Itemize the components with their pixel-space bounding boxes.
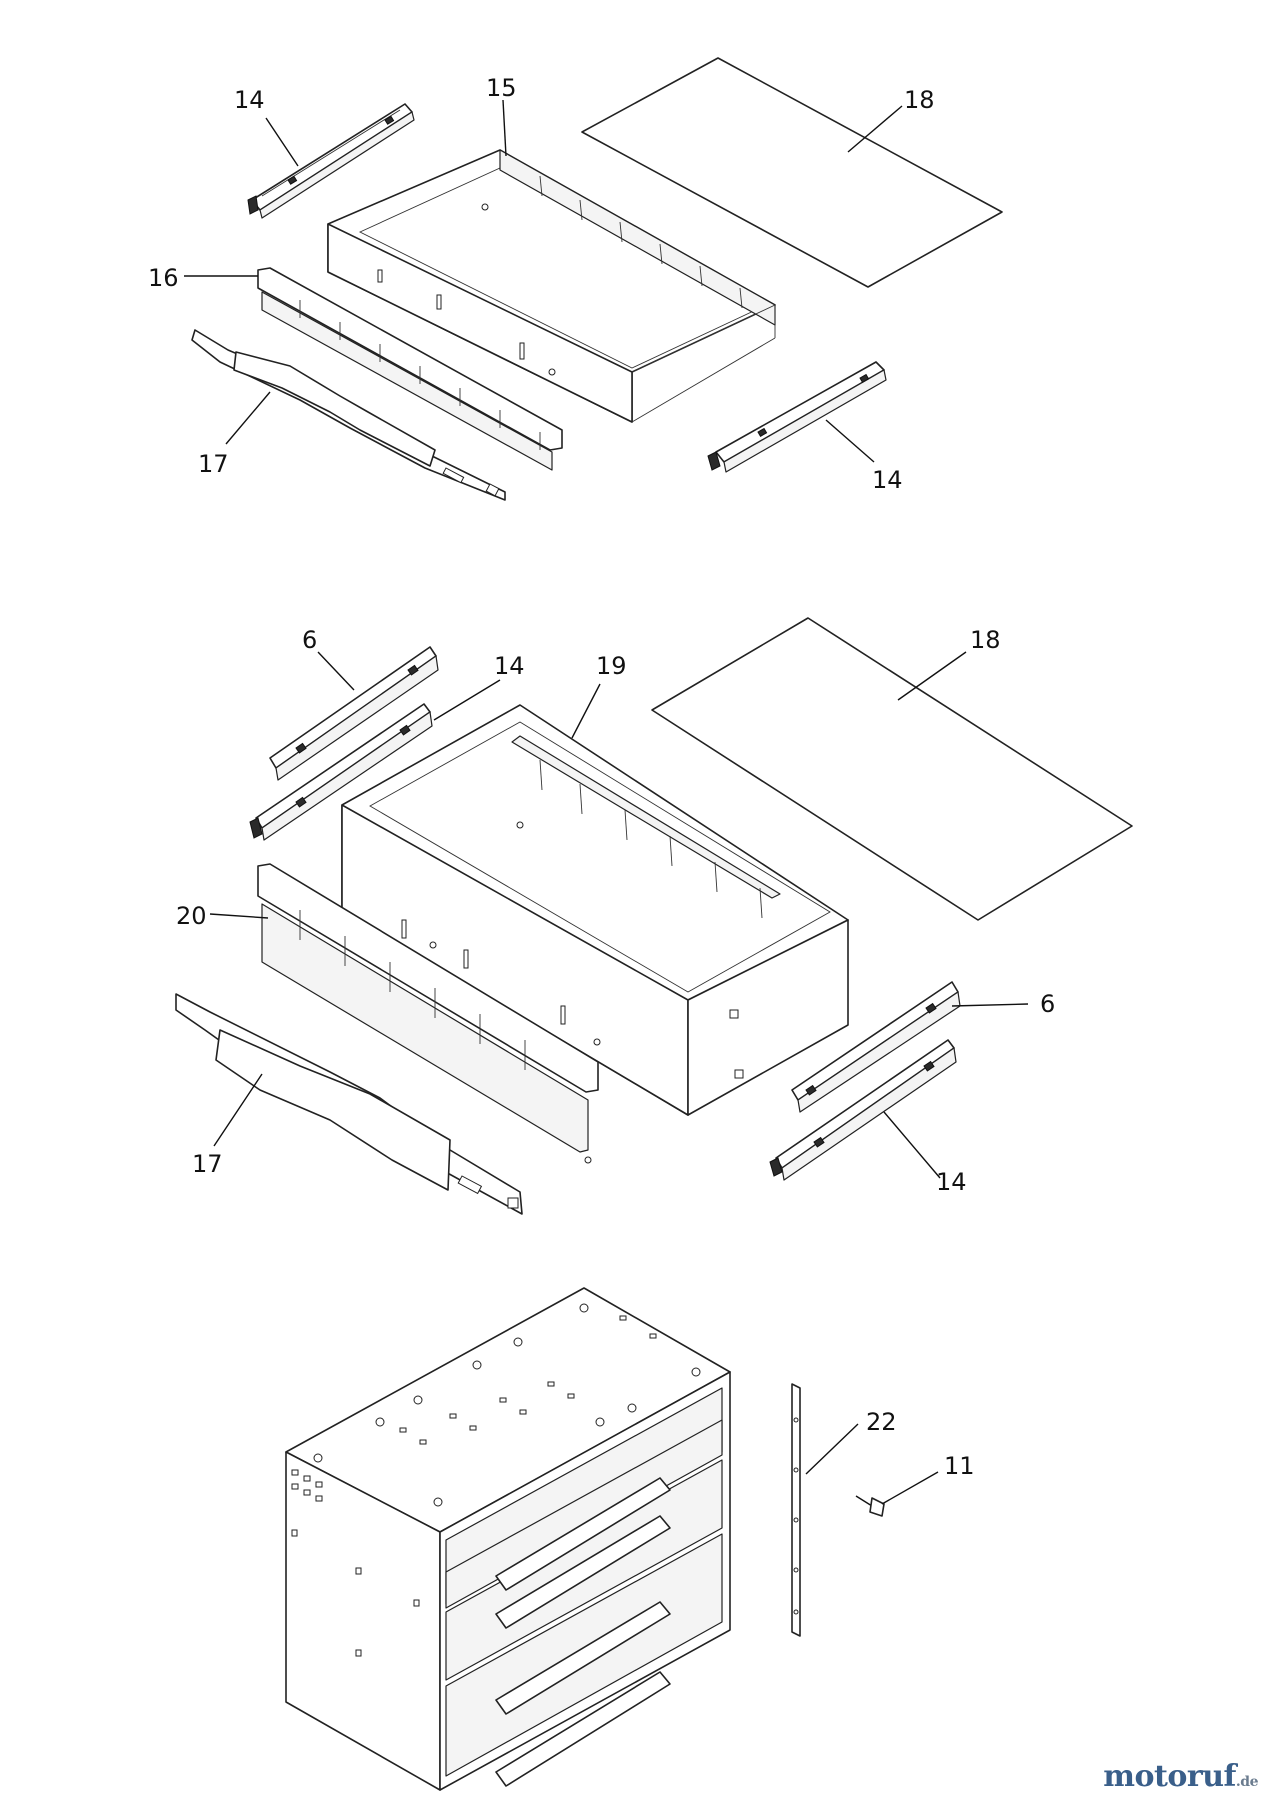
drawer-liner-mat-part-18 — [581, 57, 1003, 288]
rear-strip-part-22 — [791, 1383, 801, 1637]
callout-label: 6 — [1040, 990, 1055, 1018]
callout-label: 6 — [302, 626, 317, 654]
callout-label: 14 — [936, 1168, 967, 1196]
callout-label: 11 — [944, 1452, 975, 1480]
callout-label: 19 — [596, 652, 627, 680]
callout-labels: 14 15 18 16 17 14 6 14 19 18 20 6 17 14 … — [148, 74, 1055, 1480]
drawer-slide-part-14 — [707, 361, 887, 473]
drawer-slide-part-14 — [249, 703, 433, 841]
drawer-body-part-15 — [327, 149, 776, 423]
cabinet-assembly — [285, 1287, 885, 1791]
watermark-tld: .de — [1235, 1774, 1259, 1790]
cabinet-side-holes — [291, 1469, 420, 1657]
middle-drawer-assembly — [175, 617, 1133, 1215]
callout-label: 22 — [866, 1408, 897, 1436]
callout-label: 14 — [234, 86, 265, 114]
drawer-handle-part-17 — [191, 329, 506, 501]
drawer-slide-part-6 — [791, 981, 961, 1113]
callout-label: 14 — [872, 466, 903, 494]
callout-label: 17 — [198, 450, 229, 478]
drawer-handle-part-17 — [175, 993, 523, 1215]
drawer-slide-part-6 — [269, 646, 439, 781]
drawer-front-panel-part-16 — [257, 267, 563, 471]
leader-lines — [184, 99, 1029, 1505]
watermark-logo: motoruf.de — [1103, 1759, 1258, 1794]
drawer-liner-mat-part-18 — [651, 617, 1133, 921]
cabinet-top-holes — [313, 1303, 701, 1507]
callout-label: 20 — [176, 902, 207, 930]
lock-key-part-11 — [855, 1495, 885, 1517]
top-drawer-assembly — [191, 57, 1003, 501]
drawer-body-part-19 — [341, 704, 849, 1116]
callout-label: 18 — [970, 626, 1001, 654]
cabinet-drawer-fronts — [445, 1387, 723, 1787]
callout-label: 18 — [904, 86, 935, 114]
watermark-text: motoruf — [1103, 1759, 1236, 1794]
callout-label: 16 — [148, 264, 179, 292]
drawer-front-panel-part-20 — [257, 863, 599, 1164]
drawer-slide-part-14 — [247, 103, 415, 219]
callout-label: 15 — [486, 74, 517, 102]
drawer-slide-part-14 — [769, 1039, 957, 1181]
callout-label: 17 — [192, 1150, 223, 1178]
callout-label: 14 — [494, 652, 525, 680]
